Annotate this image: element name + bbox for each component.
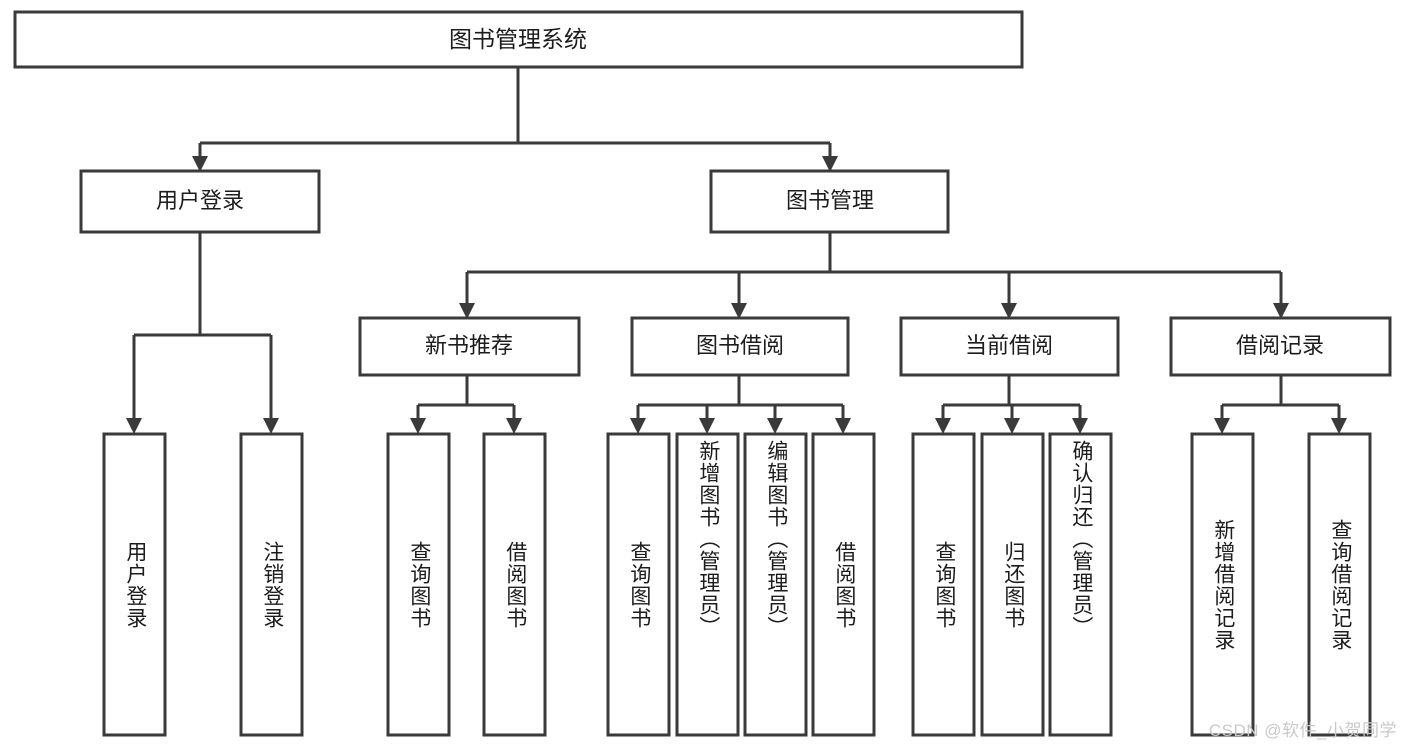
leaf-box-query-book-3[interactable] xyxy=(911,432,976,737)
leaf-box-borrow-book-2[interactable] xyxy=(811,432,876,737)
arrow-to-leaf-query-book-3 xyxy=(935,418,951,434)
connector-group-bookborrow-leaves xyxy=(630,375,851,434)
arrow-to-leaf-borrow-book-2 xyxy=(835,418,851,434)
node-new-book-recommend[interactable]: 新书推荐 xyxy=(358,316,581,377)
node-user-login-label: 用户登录 xyxy=(156,188,244,213)
node-root[interactable]: 图书管理系统 xyxy=(13,10,1024,69)
leaf-box-edit-book[interactable] xyxy=(743,432,808,737)
node-new-book-recommend-label: 新书推荐 xyxy=(425,333,513,358)
connector-group-userlogin-leaves xyxy=(126,232,279,434)
leaf-box-return-book[interactable] xyxy=(980,432,1045,737)
node-new-book-recommend-box[interactable] xyxy=(358,316,581,377)
arrow-to-leaf-query-book-1 xyxy=(410,418,426,434)
connector-group-currentborrow-leaves xyxy=(935,375,1088,434)
node-user-login-box[interactable] xyxy=(79,169,321,234)
arrow-to-leaf-add-record xyxy=(1214,418,1230,434)
arrow-to-leaf-add-book xyxy=(699,418,715,434)
node-root-label: 图书管理系统 xyxy=(449,26,587,52)
arrow-to-leaf-confirm-return xyxy=(1072,418,1088,434)
node-book-management[interactable]: 图书管理 xyxy=(709,169,950,234)
node-user-login[interactable]: 用户登录 xyxy=(79,169,321,234)
node-book-management-box[interactable] xyxy=(709,169,950,234)
node-current-borrow[interactable]: 当前借阅 xyxy=(899,316,1120,377)
node-root-box[interactable] xyxy=(13,10,1024,69)
node-book-borrow-box[interactable] xyxy=(630,316,850,377)
arrow-to-leaf-logout xyxy=(263,418,279,434)
arrow-to-leaf-user-login xyxy=(126,418,142,434)
connector-group-root-to-level1 xyxy=(192,67,838,172)
arrow-to-new-book xyxy=(459,303,475,319)
arrow-to-leaf-query-book-2 xyxy=(630,418,646,434)
leaf-box-query-book-1[interactable] xyxy=(386,432,451,737)
node-borrow-record[interactable]: 借阅记录 xyxy=(1169,316,1392,377)
node-book-borrow-label: 图书借阅 xyxy=(696,333,784,358)
node-book-management-label: 图书管理 xyxy=(786,188,874,213)
node-current-borrow-label: 当前借阅 xyxy=(965,333,1053,358)
arrow-to-user-login xyxy=(192,156,208,172)
arrow-to-leaf-borrow-book-1 xyxy=(506,418,522,434)
connector-group-newbook-leaves xyxy=(410,375,522,434)
leaf-box-logout[interactable] xyxy=(239,432,304,737)
arrow-to-borrow-book xyxy=(731,303,747,319)
leaf-box-add-record[interactable] xyxy=(1190,432,1255,737)
leaf-box-borrow-book-1[interactable] xyxy=(482,432,547,737)
node-borrow-record-box[interactable] xyxy=(1169,316,1392,377)
leaf-boxes-group xyxy=(102,432,1372,737)
leaf-box-confirm-return[interactable] xyxy=(1048,432,1113,737)
arrow-to-borrow-record xyxy=(1273,303,1289,319)
node-borrow-record-label: 借阅记录 xyxy=(1236,333,1324,358)
connector-group-borrowrecord-leaves xyxy=(1214,375,1347,434)
arrow-to-leaf-query-record xyxy=(1331,418,1347,434)
arrow-to-book-mgmt xyxy=(822,156,838,172)
arrow-to-current-borrow xyxy=(1001,303,1017,319)
leaf-box-query-record[interactable] xyxy=(1307,432,1372,737)
connector-group-bookmgmt-to-level2 xyxy=(459,232,1289,319)
leaf-box-add-book[interactable] xyxy=(675,432,740,737)
csdn-watermark: CSDN @软件_小贺同学 xyxy=(1208,721,1397,740)
arrow-to-leaf-edit-book xyxy=(767,418,783,434)
leaf-box-query-book-2[interactable] xyxy=(606,432,671,737)
node-current-borrow-box[interactable] xyxy=(899,316,1120,377)
arrow-to-leaf-return-book xyxy=(1004,418,1020,434)
leaf-box-user-login[interactable] xyxy=(102,432,167,737)
node-book-borrow[interactable]: 图书借阅 xyxy=(630,316,850,377)
